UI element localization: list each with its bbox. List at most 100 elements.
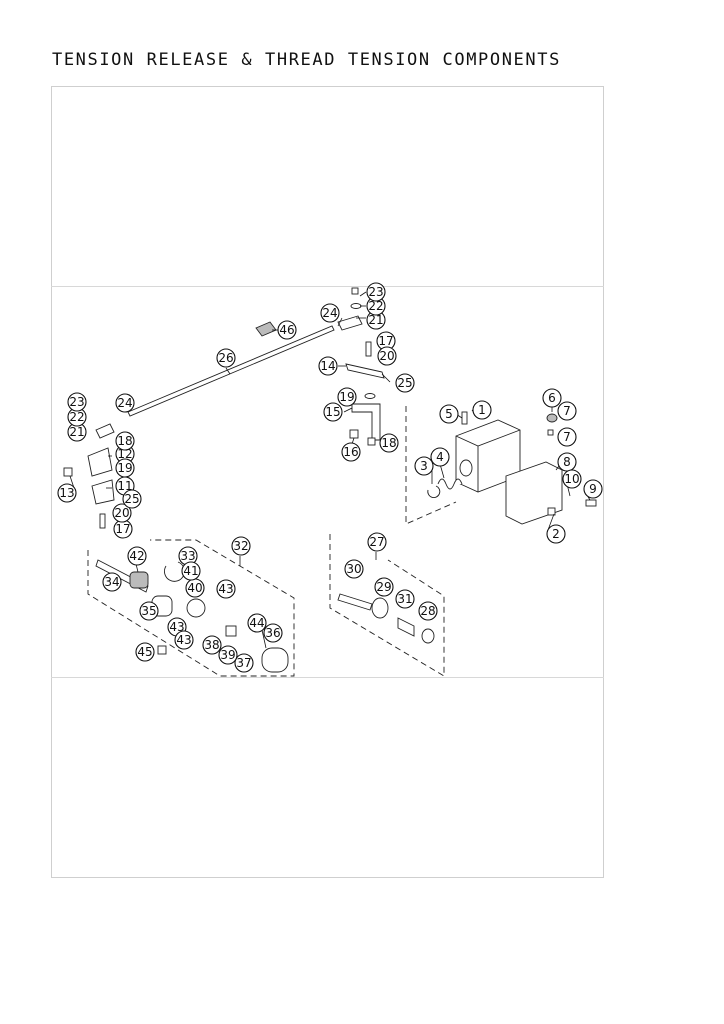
frame-divider-top	[51, 286, 604, 287]
ring-33	[164, 561, 185, 582]
callout-41: 41	[181, 561, 201, 581]
callout-13: 13	[57, 483, 77, 503]
callout-30: 30	[344, 559, 364, 579]
svg-text:23: 23	[368, 285, 383, 299]
callout-46: 46	[277, 320, 297, 340]
svg-text:26: 26	[218, 351, 233, 365]
svg-text:27: 27	[369, 535, 384, 549]
plate-46	[255, 321, 277, 337]
cylinder-36	[261, 647, 289, 673]
svg-text:40: 40	[187, 581, 202, 595]
svg-text:24: 24	[117, 396, 132, 410]
svg-text:1: 1	[478, 403, 486, 417]
callout-33: 33	[178, 546, 198, 566]
washer-19-right	[364, 393, 376, 399]
cam-39	[225, 625, 237, 637]
diagram-frame	[51, 86, 604, 878]
svg-text:11: 11	[117, 479, 132, 493]
screw-5	[461, 411, 468, 425]
svg-text:45: 45	[137, 645, 152, 659]
callout-28: 28	[418, 601, 438, 621]
callout-26: 26	[216, 348, 236, 368]
svg-text:14: 14	[320, 359, 335, 373]
nut-18-right	[367, 437, 376, 446]
callout-23a: 23	[366, 282, 386, 302]
callout-22b: 22	[67, 407, 87, 427]
svg-text:43: 43	[218, 582, 233, 596]
callout-40: 40	[185, 578, 205, 598]
callout-25b: 25	[122, 489, 142, 509]
svg-text:22: 22	[368, 299, 383, 313]
callout-6: 6	[542, 388, 562, 408]
callout-39: 39	[218, 645, 238, 665]
bushing-6	[546, 413, 558, 423]
svg-text:36: 36	[265, 626, 280, 640]
callout-24b: 24	[115, 393, 135, 413]
svg-text:7: 7	[563, 404, 571, 418]
svg-text:43: 43	[169, 620, 184, 634]
callout-23b: 23	[67, 392, 87, 412]
svg-text:43: 43	[176, 633, 191, 647]
disc-29	[371, 597, 389, 619]
callout-37: 37	[234, 653, 254, 673]
svg-text:39: 39	[220, 648, 235, 662]
svg-text:17: 17	[378, 334, 393, 348]
callout-35: 35	[139, 601, 159, 621]
washer-22-right	[350, 303, 362, 309]
svg-text:20: 20	[114, 506, 129, 520]
svg-text:34: 34	[104, 575, 119, 589]
svg-text:33: 33	[180, 549, 195, 563]
callout-45: 45	[135, 642, 155, 662]
svg-text:24: 24	[322, 306, 337, 320]
screw-2	[547, 507, 556, 516]
screw-9	[585, 499, 597, 507]
gear-42	[129, 571, 149, 589]
svg-text:44: 44	[249, 616, 264, 630]
svg-text:12: 12	[117, 447, 132, 461]
callout-44: 44	[247, 613, 267, 633]
rod-26	[127, 325, 335, 417]
guide-line-upper-right	[405, 406, 457, 525]
svg-text:20: 20	[379, 349, 394, 363]
svg-text:9: 9	[589, 482, 597, 496]
bracket-12	[87, 447, 113, 477]
callout-8: 8	[557, 452, 577, 472]
callout-14: 14	[318, 356, 338, 376]
callout-38: 38	[202, 635, 222, 655]
callout-42: 42	[127, 546, 147, 566]
ring-3	[427, 485, 441, 498]
nut-45	[157, 645, 167, 655]
leader-lines	[69, 291, 591, 649]
svg-text:16: 16	[343, 445, 358, 459]
callout-21b: 21	[67, 422, 87, 442]
svg-text:6: 6	[548, 391, 556, 405]
callout-17a: 17	[376, 331, 396, 351]
callout-5: 5	[439, 404, 459, 424]
callout-25a: 25	[395, 373, 415, 393]
screw-17-left	[99, 513, 106, 529]
hub-40	[186, 598, 206, 618]
svg-text:30: 30	[346, 562, 361, 576]
screw-16	[349, 429, 359, 439]
callout-29: 29	[374, 577, 394, 597]
svg-text:31: 31	[397, 592, 412, 606]
svg-text:41: 41	[183, 564, 198, 578]
svg-text:5: 5	[445, 407, 453, 421]
svg-text:21: 21	[69, 425, 84, 439]
svg-text:8: 8	[563, 455, 571, 469]
callout-21a: 21	[366, 310, 386, 330]
callout-32: 32	[231, 536, 251, 556]
callout-17b: 17	[113, 519, 133, 539]
callout-4: 4	[430, 447, 450, 467]
callout-3: 3	[414, 456, 434, 476]
svg-text:2: 2	[552, 527, 560, 541]
callout-7a: 7	[557, 401, 577, 421]
lever-14	[345, 363, 385, 379]
screw-13	[63, 467, 73, 477]
callout-43c: 43	[174, 630, 194, 650]
svg-text:25: 25	[124, 492, 139, 506]
screw-7	[547, 429, 554, 436]
frame-divider-bottom	[51, 677, 604, 678]
callout-19a: 19	[337, 387, 357, 407]
